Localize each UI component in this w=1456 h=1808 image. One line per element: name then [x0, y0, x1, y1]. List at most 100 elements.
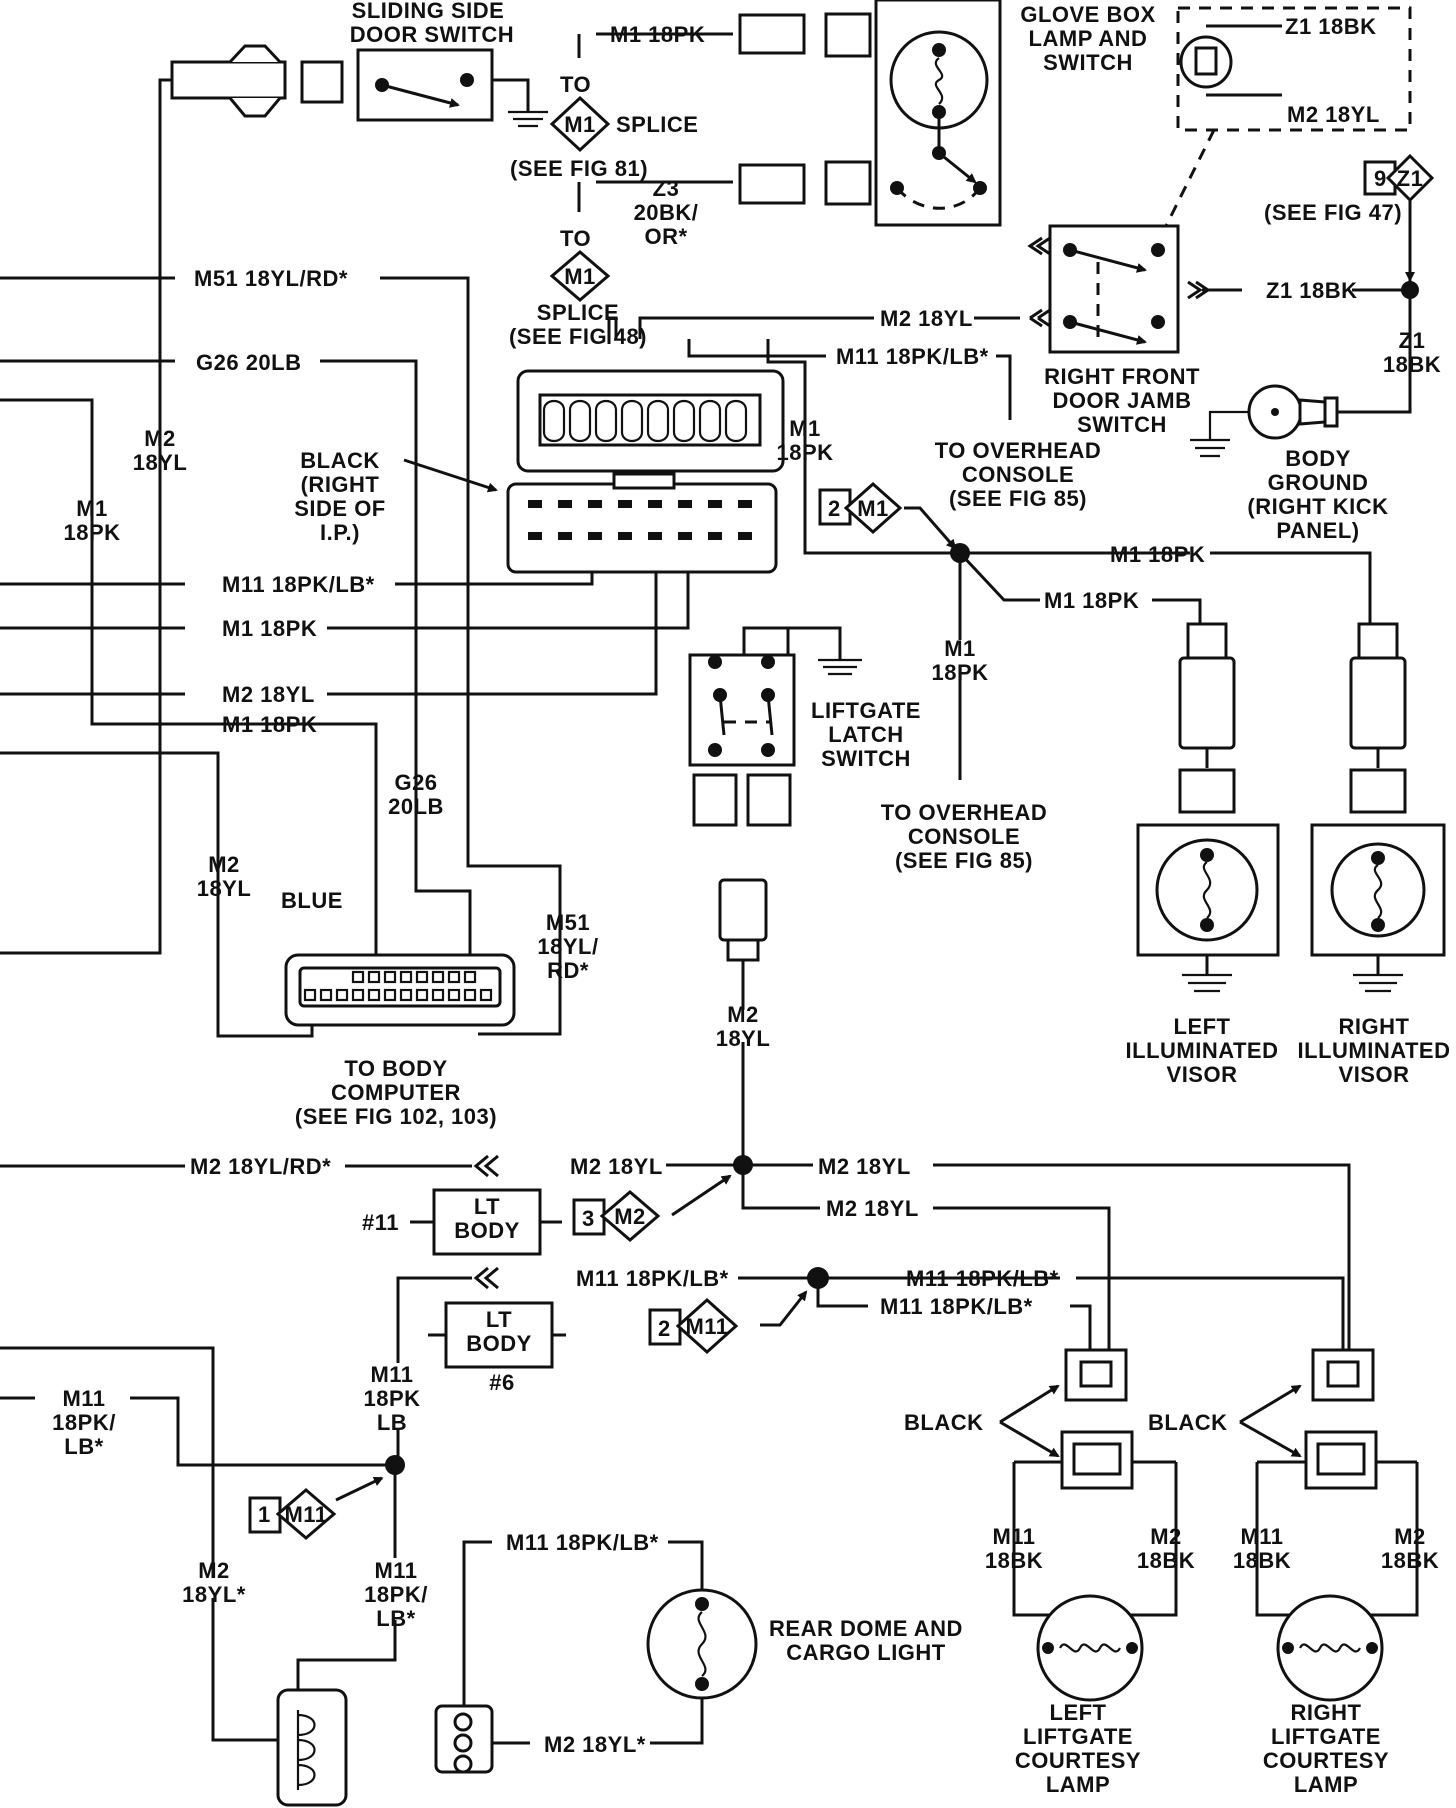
label-m1-row: M1 18PK: [222, 616, 317, 641]
glove-plug-2: [824, 160, 872, 206]
components: [170, 0, 1446, 1807]
label-m2-18yl-glove: M2 18YL: [1287, 102, 1380, 127]
label-glove-box-1: GLOVE BOX: [1020, 2, 1155, 27]
label-m11-tag2-num: 1: [258, 1502, 271, 1527]
label-right-visor-3: VISOR: [1339, 1062, 1410, 1087]
label-m11-18bk-r-1: M11: [1240, 1524, 1283, 1549]
label-z3-2: 20BK/: [634, 200, 699, 225]
label-m1-18pk-right1: M1 18PK: [1110, 542, 1205, 567]
label-m11-vert-2-1: M11: [374, 1558, 417, 1583]
label-m11-18bk-l-2: 18BK: [985, 1548, 1043, 1573]
label-lt-body-2-1: LT: [486, 1307, 512, 1332]
label-black-2: BLACK: [1148, 1410, 1228, 1435]
label-glove-box-3: SWITCH: [1043, 50, 1133, 75]
label-m11-tag-num: 2: [658, 1316, 671, 1341]
label-m11-18bk-r-2: 18BK: [1233, 1548, 1291, 1573]
label-num-11: #11: [362, 1210, 399, 1235]
label-right-visor-2: ILLUMINATED: [1298, 1038, 1451, 1063]
label-m1-18pk-left-2: 18PK: [63, 520, 120, 545]
label-black-ip-3: SIDE OF: [294, 496, 386, 521]
label-m1-18pk-mid-2: 18PK: [776, 440, 833, 465]
glove-plug-1: [824, 12, 872, 58]
label-m2-18yl-b3: M2 18YL: [826, 1196, 919, 1221]
label-m11-18pk-lb-top: M11 18PK/LB*: [836, 344, 989, 369]
label-m11-18bk-l-1: M11: [992, 1524, 1035, 1549]
label-m1-18pk-top: M1 18PK: [610, 22, 705, 47]
label-m11-left-1: M11: [62, 1386, 105, 1411]
label-g26-vert-1: G26: [394, 770, 437, 795]
label-m11-a: M11 18PK/LB*: [576, 1266, 729, 1291]
label-z1-18bk-top: Z1 18BK: [1285, 14, 1377, 39]
m2-tag-box: [572, 1198, 606, 1236]
label-m1-18pk-vert-1: M1: [944, 636, 976, 661]
label-m2-18yl-left-1: M2: [144, 426, 176, 451]
glove-conn-1: [738, 13, 806, 55]
label-z3-1: Z3: [653, 176, 680, 201]
label-splice-2-text: SPLICE: [537, 300, 619, 325]
label-m1-18pk-left-1: M1: [76, 496, 108, 521]
label-to-body-computer-2: COMPUTER: [331, 1080, 461, 1105]
label-to-body-computer-3: (SEE FIG 102, 103): [295, 1104, 497, 1129]
label-right-visor-1: RIGHT: [1339, 1014, 1410, 1039]
label-right-front-1: RIGHT FRONT: [1044, 364, 1200, 389]
label-m11-vert-1-1: M11: [370, 1362, 413, 1387]
m11-tag2-diamond: [275, 1488, 337, 1540]
m2-tag-diamond: [599, 1190, 661, 1242]
label-m2-18bk-l-2: 18BK: [1137, 1548, 1195, 1573]
label-m11-tag: M11: [685, 1314, 728, 1339]
splice-2-diamond: [549, 250, 611, 302]
black-ip-connector: [506, 482, 778, 574]
label-g26-20lb: G26 20LB: [196, 350, 302, 375]
m11-tag2-box: [248, 1496, 282, 1534]
label-body-ground-3: (RIGHT KICK: [1247, 494, 1388, 519]
label-z3-3: OR*: [644, 224, 687, 249]
m1-tag-diamond: [843, 481, 903, 535]
label-m2-tag: M2: [614, 1204, 646, 1229]
label-m2-18yl-door: M2 18YL: [880, 306, 973, 331]
label-m1-tag-num: 2: [828, 496, 841, 521]
label-right-front-2: DOOR JAMB: [1053, 388, 1192, 413]
lt-body-box-11: [432, 1188, 542, 1256]
label-m2-18yl-left-2: 18YL: [133, 450, 188, 475]
label-see-fig-47: (SEE FIG 47): [1264, 200, 1402, 225]
liftgate-latch-switch: [688, 653, 796, 767]
label-m1-row2: M1 18PK: [222, 712, 317, 737]
label-m11-vert-2-3: LB*: [376, 1606, 415, 1631]
label-m1-tag: M1: [857, 496, 889, 521]
latch-terminal-2: [746, 773, 792, 827]
label-to-overhead-1-2: CONSOLE: [962, 462, 1074, 487]
label-right-liftgate-4: LAMP: [1294, 1772, 1358, 1797]
label-splice-2-diamond: M1: [564, 264, 596, 289]
label-to-overhead-1-1: TO OVERHEAD: [935, 438, 1101, 463]
label-to-overhead-2-2: CONSOLE: [908, 824, 1020, 849]
label-right-front-3: SWITCH: [1077, 412, 1167, 437]
label-num-6: #6: [489, 1370, 514, 1395]
label-black-ip-2: (RIGHT: [301, 472, 380, 497]
label-m51-vert-3: RD*: [547, 958, 589, 983]
label-body-ground-1: BODY: [1285, 446, 1351, 471]
label-z1-tag-num: 9: [1374, 166, 1387, 191]
label-liftgate-latch-2: LATCH: [828, 722, 903, 747]
label-body-ground-4: PANEL): [1276, 518, 1359, 543]
label-z1-tag: Z1: [1397, 166, 1424, 191]
label-sliding-side-2: DOOR SWITCH: [350, 22, 514, 47]
label-m51-vert-2: 18YL/: [537, 934, 598, 959]
labels: SLIDING SIDE DOOR SWITCH M1 18PK TO M1 S…: [52, 0, 1450, 1797]
splice-1-diamond: [549, 95, 611, 153]
latch-terminal-1: [692, 773, 738, 827]
label-to-overhead-2-1: TO OVERHEAD: [881, 800, 1047, 825]
label-m1-18pk-mid-1: M1: [789, 416, 821, 441]
label-m2-18yl-b1: M2 18YL: [570, 1154, 663, 1179]
label-liftgate-latch-1: LIFTGATE: [811, 698, 921, 723]
label-to-overhead-2-3: (SEE FIG 85): [895, 848, 1033, 873]
label-z1-18bk-mid: Z1 18BK: [1266, 278, 1358, 303]
label-m11-left-3: LB*: [64, 1434, 103, 1459]
label-m2-18yl-vert2-2: 18YL: [197, 876, 252, 901]
wires: [0, 6, 1419, 1745]
lt-body-box-6: [444, 1301, 554, 1369]
label-m2-row: M2 18YL: [222, 682, 315, 707]
label-m2-18yl-star-1: M2: [198, 1558, 230, 1583]
label-m11-dome: M11 18PK/LB*: [506, 1530, 659, 1555]
label-left-liftgate-1: LEFT: [1050, 1700, 1107, 1725]
label-to-body-computer-1: TO BODY: [344, 1056, 447, 1081]
